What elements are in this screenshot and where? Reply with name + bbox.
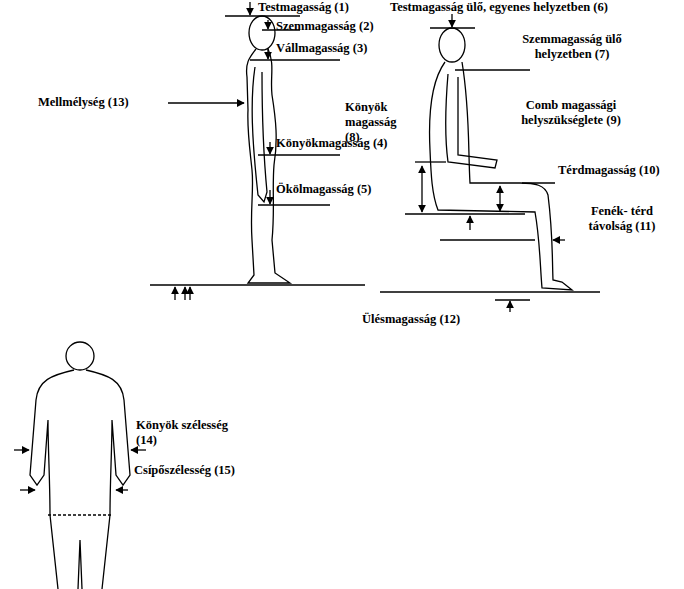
measurement-label: Könyökmagasság (4) — [276, 136, 387, 151]
measurement-label: Vállmagasság (3) — [276, 41, 367, 56]
measurement-label: Csípőszélesség (15) — [134, 463, 235, 478]
measurement-label: Comb magassági helyszükséglete (9) — [496, 98, 646, 128]
measurement-label: Testmagasság ülő, egyenes helyzetben (6) — [390, 0, 608, 15]
measurement-label: Könyök magasság (8) — [345, 100, 411, 145]
measurement-label: Térdmagasság (10) — [558, 163, 660, 178]
measurement-label: Szemmagasság (2) — [276, 19, 374, 34]
measurement-label: Fenék- térd távolság (11) — [568, 204, 676, 234]
measurement-label: Ülésmagasság (12) — [362, 312, 460, 327]
measurement-label: Ökölmagasság (5) — [276, 182, 372, 197]
measurement-label: Szemmagasság ülő helyzetben (7) — [508, 32, 636, 62]
measurement-label: Könyök szélesség (14) — [136, 418, 246, 448]
measurement-label: Mellmélység (13) — [38, 95, 129, 110]
measurement-label: Testmagasság (1) — [258, 0, 349, 15]
